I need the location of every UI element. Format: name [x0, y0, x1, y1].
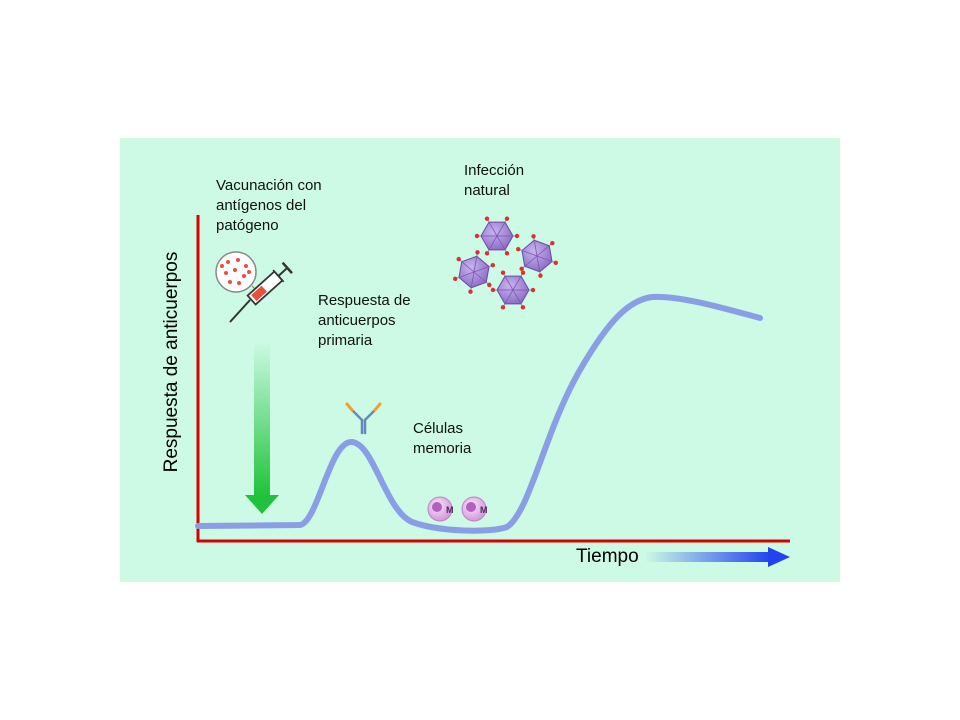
primary-response-label: Respuesta de anticuerpos primaria — [318, 292, 411, 349]
memory-cell-marker: M — [446, 505, 454, 515]
virus-icon — [516, 234, 558, 278]
antibody-response-curve — [195, 293, 763, 534]
virus-icon — [490, 270, 536, 310]
memory-cells-label: Células memoria — [413, 420, 472, 457]
vaccination-label: Vacunación con antígenos del patógeno — [216, 177, 322, 234]
memory-cell-marker: M — [480, 505, 488, 515]
axes — [196, 215, 790, 543]
natural-infection-label: Infección natural — [464, 162, 525, 199]
virus-cluster — [452, 216, 558, 310]
time-arrow — [645, 547, 790, 567]
y-axis-label: Respuesta de anticuerpos — [161, 251, 182, 473]
x-axis-label: Tiempo — [576, 546, 639, 567]
memory-cell-icon: M — [427, 496, 454, 522]
syringe-icon — [215, 251, 293, 323]
antibody-icon — [345, 402, 382, 435]
virus-icon — [452, 250, 496, 294]
vaccination-arrow — [245, 342, 279, 514]
virus-icon — [474, 216, 520, 256]
memory-cell-icon: M — [461, 496, 488, 522]
